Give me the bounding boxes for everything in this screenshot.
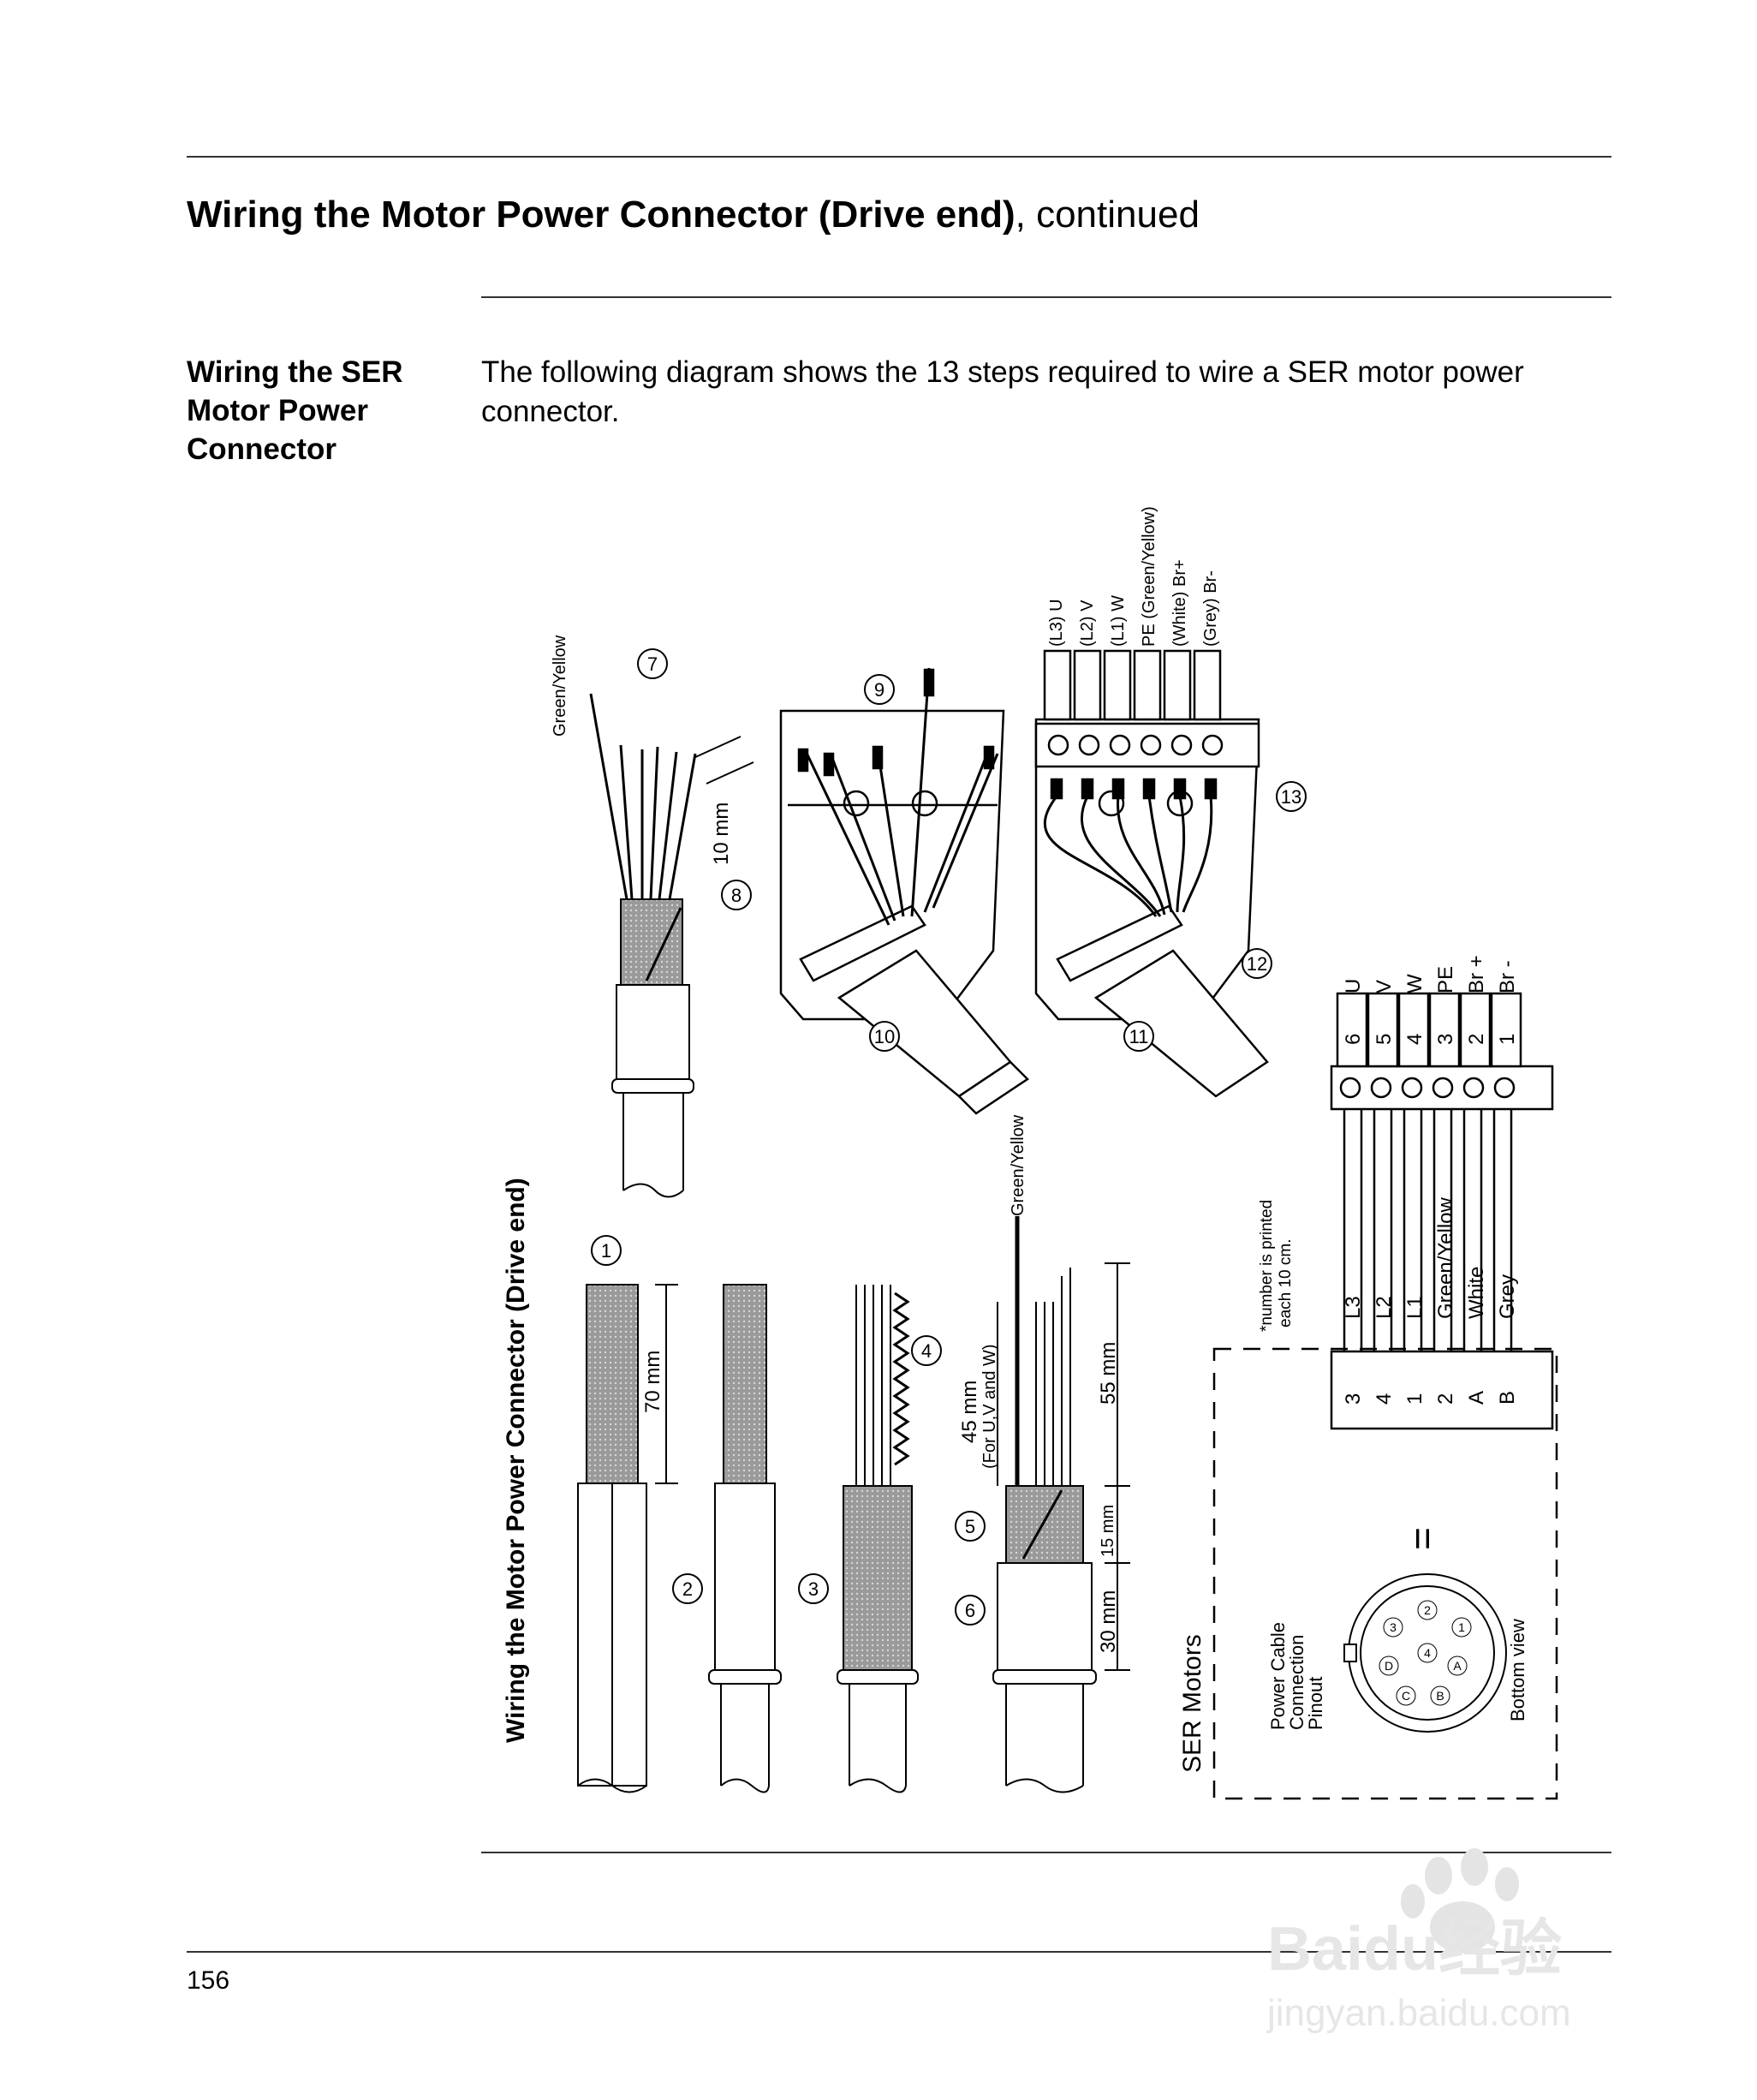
pin-b: B: [1496, 1391, 1519, 1405]
pinout-label-1: Power Cable: [1267, 1622, 1289, 1730]
pin-4: 4: [1373, 1393, 1396, 1405]
pinout-pin-1: 1: [1458, 1620, 1465, 1634]
wire-l3: L3: [1342, 1296, 1365, 1319]
step-1-label: 1: [601, 1240, 611, 1262]
step-3-cable: [837, 1285, 919, 1793]
pinout-label-3: Pinout: [1305, 1677, 1326, 1730]
top-label-w: (L1) W: [1109, 595, 1128, 647]
baidu-watermark: Baidu经验 jingyan.baidu.com: [1266, 1848, 1571, 2034]
signal-u: U: [1342, 979, 1365, 993]
terminal-number-6: 6: [1342, 1034, 1365, 1045]
signal-brminus: Br -: [1496, 960, 1519, 993]
equals-sign: =: [1400, 1527, 1444, 1550]
step-8-label: 8: [731, 885, 742, 906]
paw-icon: [1401, 1848, 1519, 1953]
step-2-label: 2: [682, 1578, 693, 1600]
step-78-cable: [589, 693, 754, 1198]
step-12-label: 12: [1247, 953, 1267, 975]
pinout-pin-a: A: [1453, 1659, 1462, 1673]
step-10-label: 10: [874, 1026, 895, 1047]
signal-pe: PE: [1434, 966, 1457, 993]
pinout-label-2: Connection: [1286, 1635, 1307, 1730]
pin-a: A: [1465, 1391, 1488, 1405]
pinout-pin-c: C: [1402, 1689, 1410, 1703]
wire-grey: Grey: [1496, 1274, 1519, 1319]
right-terminal-text: U V W PE Br + Br - 6 5 4 3 2 1 L3 L2 L1 …: [1342, 955, 1519, 1405]
step-6-label: 6: [965, 1600, 975, 1621]
section-heading: Wiring the SER Motor Power Connector: [187, 355, 403, 466]
wire-green-yellow: Green/Yellow: [1434, 1196, 1457, 1319]
wire-l1: L1: [1403, 1296, 1426, 1319]
content-rule-bottom: [481, 1852, 1611, 1853]
page-title: Wiring the Motor Power Connector (Drive …: [187, 194, 1200, 236]
dim-55mm: 55 mm: [1097, 1342, 1120, 1405]
step-456-cable: [992, 1216, 1130, 1793]
signal-brplus: Br +: [1465, 955, 1488, 993]
top-label-v: (L2) V: [1078, 600, 1097, 647]
step-4-label: 4: [921, 1340, 932, 1362]
footer-rule: [187, 1951, 1611, 1953]
pin-2: 2: [1434, 1393, 1457, 1405]
wiring-diagram: Wiring the Motor Power Connector (Drive …: [502, 506, 1558, 1800]
step-2-cable: [708, 1284, 782, 1793]
step-callouts: 1 2 3 4 5 6 7 8 9 10 11 12 13: [591, 648, 1307, 1626]
dim-45mm-note: (For U,V and W): [980, 1344, 999, 1469]
dim-15mm: 15 mm: [1099, 1505, 1117, 1557]
pinout-pin-b: B: [1436, 1689, 1444, 1703]
dim-70mm: 70 mm: [641, 1351, 664, 1413]
right-terminal-block: [1212, 992, 1558, 1800]
pinout-pin-d: D: [1385, 1659, 1393, 1673]
terminal-number-3: 3: [1434, 1034, 1457, 1045]
step-7-label: 7: [647, 653, 658, 675]
green-yellow-label-upper: Green/Yellow: [551, 635, 569, 737]
pinout-pins: 4 1 2 3 A B C D: [1379, 1600, 1472, 1706]
top-label-brminus: (Grey) Br-: [1201, 570, 1220, 647]
terminal-number-5: 5: [1373, 1034, 1396, 1045]
pin-1: 1: [1403, 1393, 1426, 1405]
dim-30mm: 30 mm: [1097, 1590, 1120, 1653]
top-label-brplus: (White) Br+: [1170, 559, 1189, 647]
wire-white: White: [1465, 1267, 1488, 1319]
note-line-1: *number is printed: [1258, 1200, 1276, 1332]
step-11-13-housing: [1034, 649, 1269, 1098]
bottom-view-label: Bottom view: [1507, 1619, 1528, 1721]
rotated-diagram-title: Wiring the Motor Power Connector (Drive …: [502, 1178, 530, 1743]
watermark-url: jingyan.baidu.com: [1266, 1992, 1571, 2034]
dim-10mm: 10 mm: [710, 802, 733, 865]
intro-paragraph: The following diagram shows the 13 steps…: [481, 355, 1524, 428]
pinout-pin-4: 4: [1424, 1646, 1431, 1660]
signal-w: W: [1403, 974, 1426, 993]
terminal-number-4: 4: [1403, 1034, 1426, 1045]
step-9-10-housing: [779, 667, 1029, 1115]
step-9-label: 9: [874, 679, 884, 701]
step-13-label: 13: [1281, 786, 1301, 808]
ser-motors-label: SER Motors: [1178, 1634, 1206, 1773]
step-11-label: 11: [1129, 1026, 1149, 1047]
top-terminal-labels: (L3) U (L2) V (L1) W PE (Green/Yellow) (…: [1047, 506, 1220, 647]
note-line-2: each 10 cm.: [1277, 1239, 1295, 1328]
page-number: 156: [187, 1966, 230, 1995]
dim-45mm: 45 mm: [958, 1381, 981, 1443]
pin-3: 3: [1342, 1393, 1365, 1405]
pinout-pin-3: 3: [1390, 1620, 1397, 1634]
pinout-pin-2: 2: [1424, 1603, 1431, 1617]
top-rule: [187, 156, 1611, 158]
step-1-cable: [577, 1284, 678, 1793]
content-rule-top: [481, 296, 1611, 298]
green-yellow-label-lower: Green/Yellow: [1009, 1114, 1027, 1216]
terminal-number-1: 1: [1496, 1034, 1519, 1045]
terminal-number-2: 2: [1465, 1034, 1488, 1045]
top-label-pe: PE (Green/Yellow): [1140, 506, 1158, 647]
wire-l2: L2: [1373, 1296, 1396, 1319]
signal-v: V: [1373, 980, 1396, 993]
watermark-brand: Baidu经验: [1267, 1915, 1562, 1984]
step-3-label: 3: [808, 1578, 819, 1600]
top-label-u: (L3) U: [1047, 599, 1066, 647]
step-5-label: 5: [965, 1516, 975, 1537]
